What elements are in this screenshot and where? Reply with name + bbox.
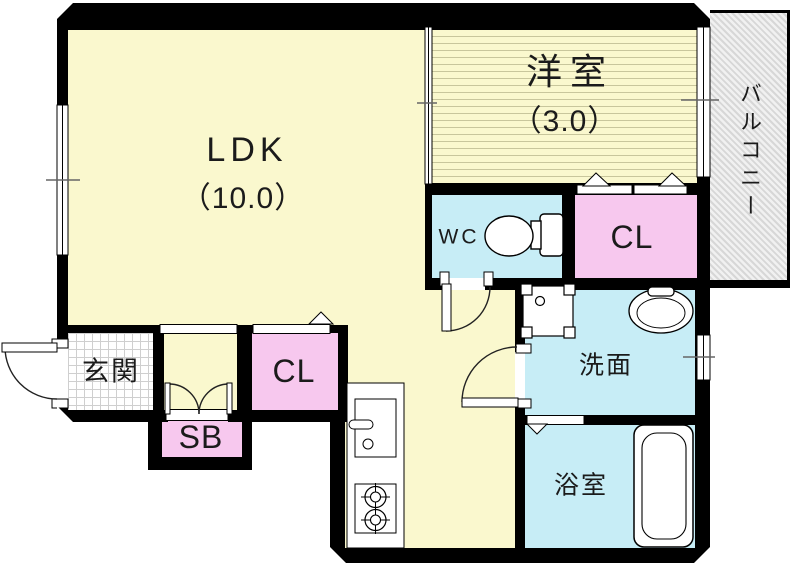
room-label-ldk: LDK: [206, 131, 288, 169]
wall: [242, 410, 252, 470]
wall: [515, 278, 525, 352]
wall: [515, 400, 525, 548]
wall: [515, 415, 697, 425]
wall: [57, 410, 162, 422]
toilet-icon: [484, 213, 564, 257]
wall: [330, 415, 345, 563]
wall: [562, 195, 575, 280]
wall: [148, 457, 252, 470]
wall: [148, 410, 162, 470]
wall: [162, 410, 168, 422]
room-label-shoebox: SB: [178, 419, 224, 455]
room-entrance-alcove: [164, 333, 237, 410]
washbasin-icon: [628, 286, 694, 334]
wall: [338, 325, 348, 415]
bathtub-icon: [633, 424, 694, 548]
room-size-ldk: （10.0）: [180, 182, 306, 215]
room-label-wc: WC: [438, 225, 480, 249]
room-closet-upper: [575, 195, 697, 280]
room-label-western: 洋室: [525, 51, 615, 92]
door-openings: [57, 278, 525, 400]
wall: [153, 333, 164, 410]
room-ldk-under-wc: [425, 288, 515, 333]
kitchen-sink-icon: [348, 398, 397, 458]
wall: [425, 183, 432, 288]
room-size-western: （3.0）: [511, 105, 619, 138]
wall: [330, 548, 710, 563]
room-western: [432, 30, 697, 186]
room-ldk: [68, 30, 425, 333]
room-entrance: [68, 333, 153, 410]
room-label-bathroom: 浴室: [553, 471, 609, 500]
room-label-closet-upper: CL: [610, 219, 654, 255]
washroom-door-swing: [461, 346, 519, 408]
room-closet-lower: [252, 333, 338, 410]
room-label-closet-lower: CL: [272, 353, 316, 389]
entrance-door-swing: [1, 342, 58, 400]
room-label-balcony: バルコニー: [737, 82, 762, 222]
shoebox-french-doors: [164, 382, 233, 415]
wc-door-swing: [441, 283, 491, 332]
sliding-door-markers: [159, 184, 688, 425]
door-triangle-markers: [307, 172, 688, 435]
window-western-balcony: [696, 26, 711, 178]
room-label-washroom: 洗面: [578, 351, 634, 380]
room-shoebox: [162, 415, 242, 457]
wall: [57, 3, 710, 30]
wall: [237, 325, 252, 415]
partition-window-ldk-western: [424, 26, 433, 185]
dimension-ticks: [46, 99, 719, 358]
washing-machine-pad-icon: [520, 283, 576, 339]
two-burner-stove-icon: [354, 483, 397, 534]
wall: [242, 410, 348, 422]
corner-bevels: [57, 3, 710, 563]
room-label-entrance: 玄関: [82, 356, 140, 387]
room-balcony: [708, 10, 790, 288]
